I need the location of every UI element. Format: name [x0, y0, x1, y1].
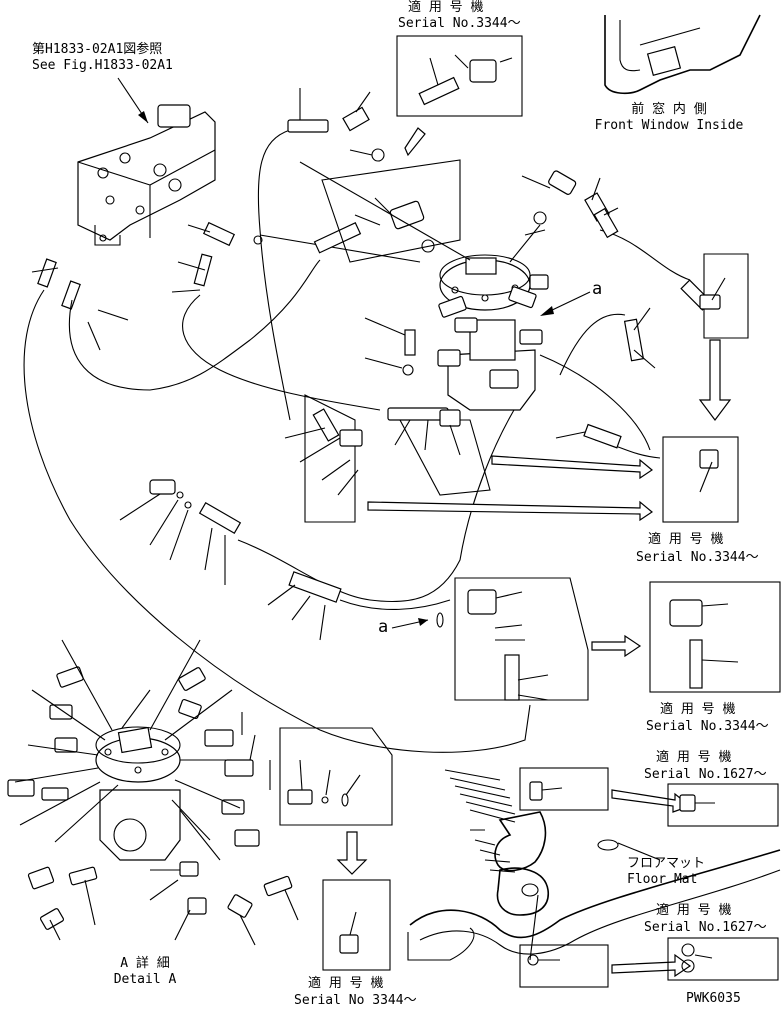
serial-right-label-en: Serial No.3344～ — [646, 719, 769, 734]
serial-1627a-label-en: Serial No.1627～ — [644, 767, 767, 782]
serial-mid-label-jp: 適 用 号 機 — [648, 532, 724, 547]
drawing-code: PWK6035 — [686, 991, 741, 1006]
serial-1627b-label-jp: 適 用 号 機 — [656, 903, 732, 918]
serial-bottom-label-en: Serial No 3344～ — [294, 993, 417, 1008]
top-fittings — [253, 88, 385, 254]
serial-top-label-en: Serial No.3344～ — [398, 16, 521, 31]
valve-block — [77, 77, 216, 246]
lower-detail-box — [454, 577, 642, 701]
callout-a-lower-label: a — [378, 617, 389, 637]
serial-right-box — [649, 581, 781, 693]
left-fittings — [31, 221, 236, 351]
serial-bottom-box — [322, 879, 391, 971]
small-detail-box — [241, 712, 393, 875]
floor-area — [407, 767, 781, 988]
reference-label-jp: 第H1833-02A1図参照 — [32, 42, 163, 57]
swivel-joint — [299, 159, 591, 411]
reference-label-en: See Fig.H1833-02A1 — [32, 58, 173, 73]
serial-top-box — [396, 35, 523, 157]
serial-right-label-jp: 適 用 号 機 — [660, 702, 736, 717]
callout-a-upper: a — [592, 279, 603, 299]
callout-a-lower — [391, 612, 444, 629]
detail-a-label-en: Detail A — [113, 972, 177, 987]
detail-a-label-jp: A 詳 細 — [120, 956, 170, 971]
serial-1627b-label-en: Serial No.1627～ — [644, 920, 767, 935]
front-window-label-en: Front Window Inside — [594, 118, 744, 133]
front-window-label-jp: 前 窓 内 側 — [631, 102, 707, 117]
serial-bottom-label-jp: 適 用 号 機 — [308, 976, 384, 991]
right-fittings — [521, 170, 749, 421]
front-window-view — [604, 14, 761, 95]
serial-mid-label-en: Serial No.3344～ — [636, 550, 759, 565]
serial-mid-box — [367, 423, 739, 523]
serial-top-label-jp: 適 用 号 機 — [408, 0, 484, 15]
serial-1627a-label-jp: 適 用 号 機 — [656, 750, 732, 765]
floor-mat-label-en: Floor Mat — [627, 872, 698, 887]
floor-mat-label-jp: フロアマット — [627, 856, 706, 871]
middle-fittings — [119, 394, 491, 641]
detail-a-assembly — [7, 639, 299, 946]
